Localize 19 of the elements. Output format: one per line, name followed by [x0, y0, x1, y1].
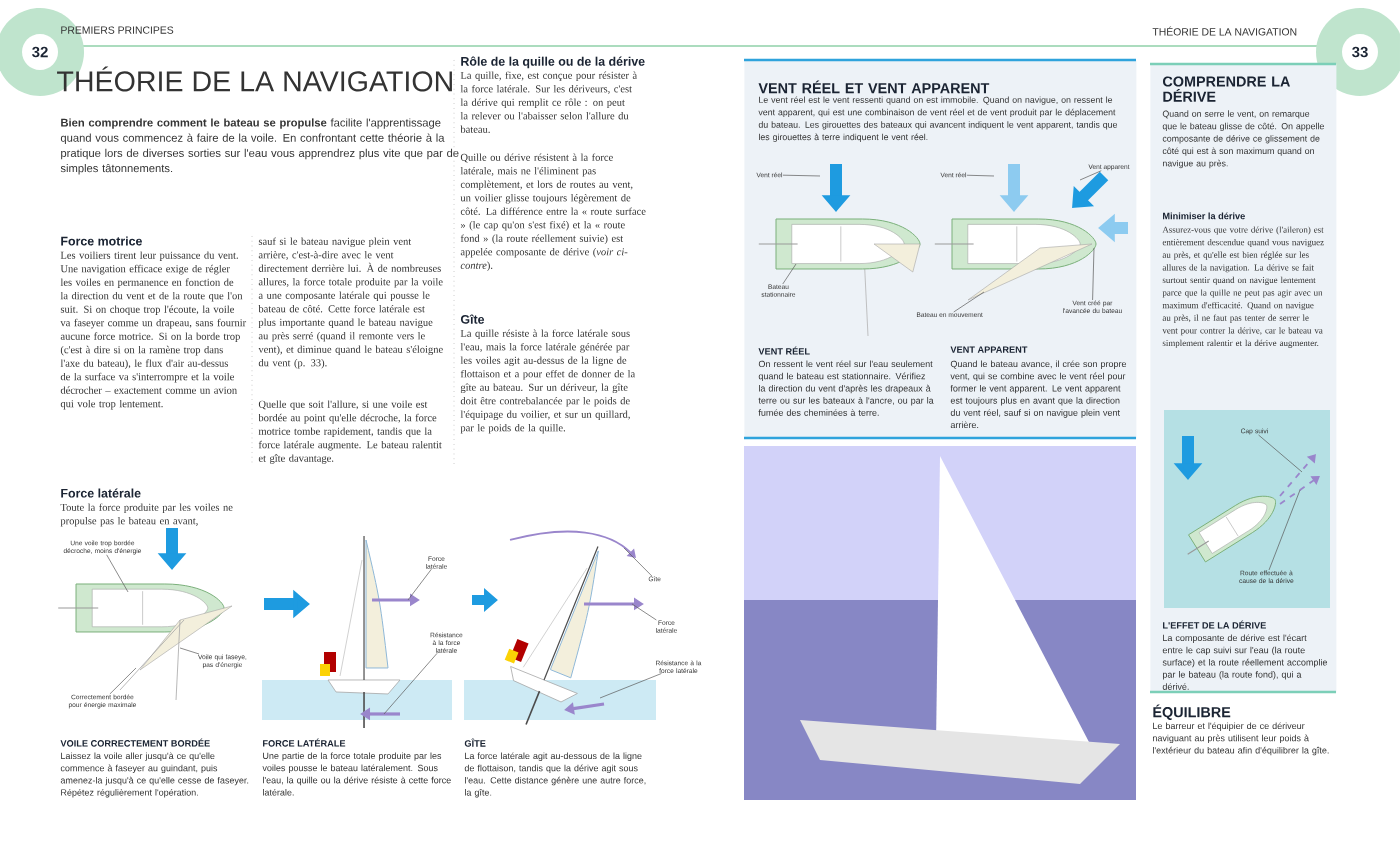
- leader-line: [109, 667, 137, 695]
- leader-line: [383, 652, 438, 715]
- leader-line: [782, 174, 821, 177]
- leader-line: [1268, 489, 1301, 571]
- page-title: THÉORIE DE LA NAVIGATION: [57, 66, 452, 92]
- boat-drawing: [934, 218, 1097, 301]
- leader-line: [1079, 170, 1102, 181]
- leader-line: [631, 603, 657, 621]
- boat-drawing: [758, 218, 921, 273]
- leader-line: [1258, 434, 1303, 473]
- leader-line: [782, 263, 797, 285]
- leader-line: [106, 554, 129, 593]
- leader-line: [953, 291, 985, 313]
- leader-line: [179, 647, 200, 655]
- leader-line: [966, 174, 995, 177]
- leader-line: [1092, 247, 1095, 301]
- leader-line: [407, 568, 432, 601]
- boat-drawing: [1187, 454, 1320, 563]
- leader-line: [623, 547, 653, 577]
